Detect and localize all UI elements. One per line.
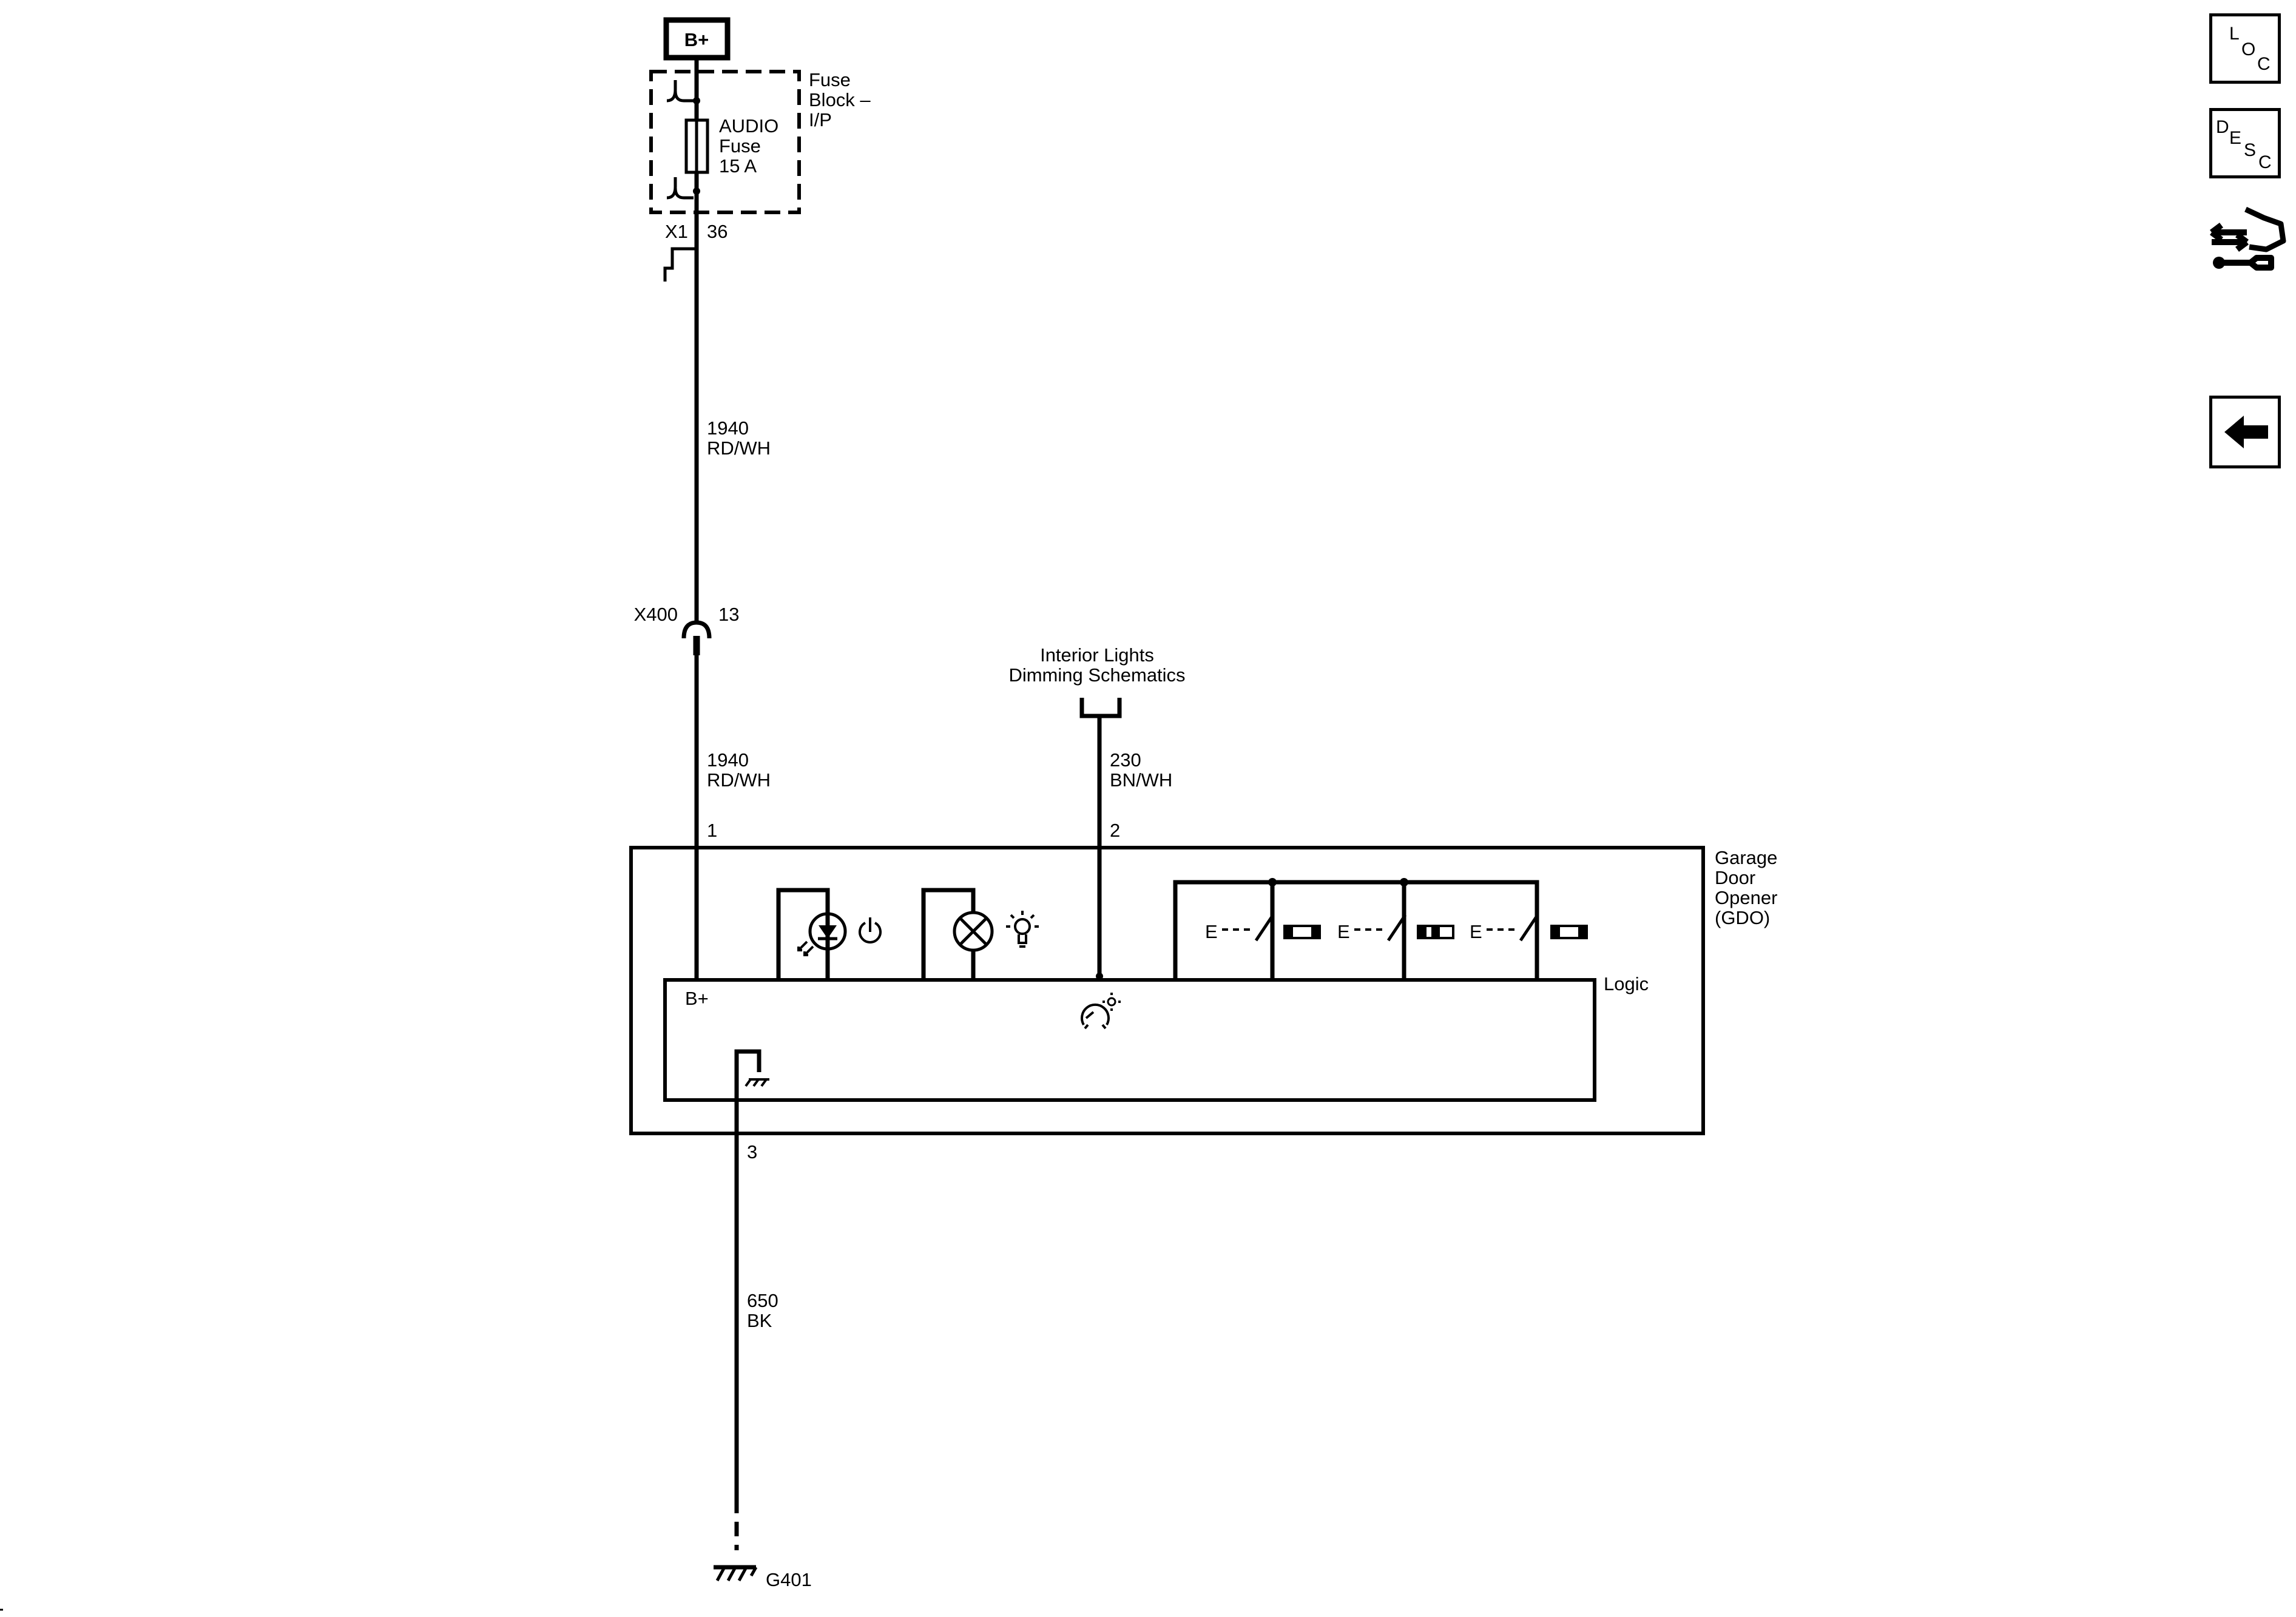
fuse-block-name: Fuse xyxy=(809,69,851,90)
fuse-type: Fuse xyxy=(719,135,761,157)
light-bulb-icon xyxy=(1006,911,1039,948)
description-button[interactable]: D E S C xyxy=(2209,108,2281,178)
power-source-bplus: B+ xyxy=(663,17,731,61)
gdo-name-4: (GDO) xyxy=(1715,907,1770,928)
interior-lights-label: Interior Lights xyxy=(1040,644,1154,666)
inline-connector-x400: X400 13 xyxy=(634,604,739,655)
loc-letter-o: O xyxy=(2241,39,2256,59)
switch-2: E xyxy=(1337,914,1454,980)
fuse-block-name-2: Block – xyxy=(809,89,871,110)
gdo-pin-2: 2 xyxy=(1110,820,1120,841)
ground-label: G401 xyxy=(766,1569,812,1590)
gdo-name-2: Door xyxy=(1715,867,1755,888)
wire-dimming-color: BN/WH xyxy=(1110,769,1172,791)
connector-tools-icon[interactable] xyxy=(2209,197,2288,282)
interior-lights-reference: Interior Lights Dimming Schematics xyxy=(1008,644,1186,718)
wire-dimming-circuit: 230 xyxy=(1110,749,1141,771)
loc-letter-c: C xyxy=(2257,54,2271,74)
desc-letter-s: S xyxy=(2244,140,2257,160)
loc-letter-l: L xyxy=(2229,24,2240,44)
back-arrow-icon xyxy=(2224,416,2268,448)
logic-block xyxy=(663,978,1596,1102)
svg-text:E: E xyxy=(1470,921,1482,942)
power-icon xyxy=(859,917,882,944)
desc-letter-c: C xyxy=(2258,152,2272,172)
connector-x1-pin: 36 xyxy=(707,221,728,242)
fuse-rating: 15 A xyxy=(719,155,757,177)
fuse-block: AUDIO Fuse 15 A Fuse Block – I/P xyxy=(649,69,871,214)
desc-letter-e: E xyxy=(2229,128,2242,148)
gdo-pin-1: 1 xyxy=(707,820,717,841)
wire-lower-color: RD/WH xyxy=(707,769,771,791)
gdo-pin-3: 3 xyxy=(747,1141,757,1163)
wire-upper-circuit: 1940 xyxy=(707,417,749,439)
logic-label: Logic xyxy=(1604,973,1649,994)
logic-bplus-label: B+ xyxy=(685,988,709,1009)
dimming-gauge-icon xyxy=(1081,973,1121,1030)
gdo-name-1: Garage xyxy=(1715,847,1777,868)
desc-letter-d: D xyxy=(2216,117,2229,137)
wire-ground-color: BK xyxy=(747,1310,772,1331)
ground-g401: G401 xyxy=(714,1565,812,1590)
dimming-schematics-label: Dimming Schematics xyxy=(1008,664,1185,686)
fuse-name: AUDIO xyxy=(719,115,778,137)
wire-ground-circuit: 650 xyxy=(747,1290,778,1311)
svg-text:E: E xyxy=(1337,921,1350,942)
x400-label: X400 xyxy=(634,604,678,625)
fuse-block-name-3: I/P xyxy=(809,109,832,130)
switch-1: E xyxy=(1205,914,1321,980)
back-button[interactable] xyxy=(2209,396,2281,468)
svg-text:E: E xyxy=(1205,921,1218,942)
connector-x1: X1 36 xyxy=(663,221,728,282)
location-button[interactable]: L O C xyxy=(2209,13,2281,84)
bplus-label: B+ xyxy=(684,29,709,50)
gdo-name-3: Opener xyxy=(1715,887,1777,908)
connector-x1-label: X1 xyxy=(665,221,688,242)
switch-3: E xyxy=(1470,914,1588,980)
wire-lower-circuit: 1940 xyxy=(707,749,749,771)
x400-pin: 13 xyxy=(718,604,739,625)
garage-door-opener-module: Garage Door Opener (GDO) 1 2 3 Logic B+ xyxy=(629,820,1777,1163)
wire-upper-color: RD/WH xyxy=(707,437,771,459)
